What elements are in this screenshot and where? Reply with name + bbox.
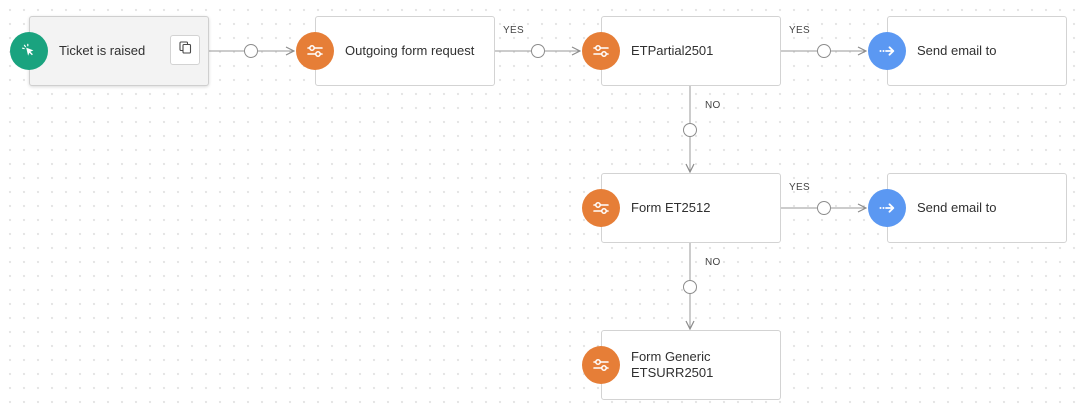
- connector-handle[interactable]: [683, 123, 697, 137]
- node-label: Ticket is raised: [59, 43, 146, 58]
- send-arrow-icon: [868, 32, 906, 70]
- condition-node-etpartial2501[interactable]: ETPartial2501: [582, 16, 781, 86]
- condition-node-form-et2512[interactable]: Form ET2512: [582, 173, 781, 243]
- action-node-send-email[interactable]: Send email to: [868, 16, 1067, 86]
- sliders-icon: [582, 32, 620, 70]
- connector-handle[interactable]: [244, 44, 258, 58]
- condition-node-form-generic[interactable]: Form Generic ETSURR2501: [582, 330, 781, 400]
- sliders-icon: [582, 346, 620, 384]
- node-label-line: ETSURR2501: [631, 365, 714, 380]
- branch-label-yes: YES: [789, 25, 810, 36]
- node-label: Send email to: [917, 43, 997, 58]
- connector-form-et2512-to-email: [781, 201, 866, 215]
- pointer-click-icon: [10, 32, 48, 70]
- copy-icon: [178, 41, 192, 59]
- connector-etpartial-to-email: [781, 44, 866, 58]
- connector-handle[interactable]: [817, 201, 831, 215]
- connector-etpartial-to-form-et2512: [683, 86, 697, 172]
- connector-handle[interactable]: [817, 44, 831, 58]
- action-node-send-email[interactable]: Send email to: [868, 173, 1067, 243]
- trigger-node-ticket-raised[interactable]: Ticket is raised: [10, 16, 209, 86]
- send-arrow-icon: [868, 189, 906, 227]
- connector-form-et2512-to-form-generic: [683, 243, 697, 329]
- node-label: Form ET2512: [631, 200, 711, 215]
- node-label: Form Generic ETSURR2501: [631, 331, 772, 399]
- node-label-line: Form Generic: [631, 349, 711, 364]
- sliders-icon: [582, 189, 620, 227]
- connector-handle[interactable]: [683, 280, 697, 294]
- condition-node-outgoing-form-request[interactable]: Outgoing form request: [296, 16, 495, 86]
- connector-ticket-to-outgoing: [209, 44, 294, 58]
- branch-label-no: NO: [705, 100, 721, 111]
- branch-label-yes: YES: [789, 182, 810, 193]
- node-label: Send email to: [917, 200, 997, 215]
- node-label: Outgoing form request: [345, 43, 475, 58]
- node-label: ETPartial2501: [631, 43, 714, 58]
- branch-label-yes: YES: [503, 25, 524, 36]
- connector-outgoing-to-etpartial: [495, 44, 580, 58]
- sliders-icon: [296, 32, 334, 70]
- branch-label-no: NO: [705, 257, 721, 268]
- connector-handle[interactable]: [531, 44, 545, 58]
- copy-button[interactable]: [170, 35, 200, 65]
